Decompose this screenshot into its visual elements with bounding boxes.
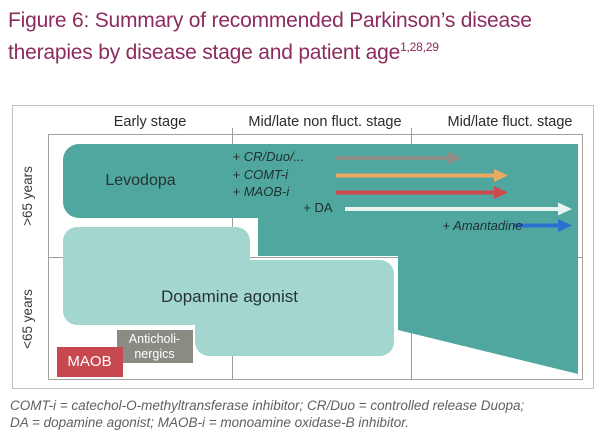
addition-label-amantadine: + Amantadine bbox=[442, 217, 523, 233]
age-label-over-65: >65 years bbox=[20, 166, 35, 226]
levodopa-label: Levodopa bbox=[105, 171, 176, 189]
footnote-line2: DA = dopamine agonist; MAOB-i = monoamin… bbox=[10, 415, 409, 430]
addition-label-cr-duo: + CR/Duo/... bbox=[232, 149, 305, 164]
figure-title-line2: therapies by disease stage and patient a… bbox=[8, 41, 401, 64]
anticholinergics-label-line2: nergics bbox=[134, 346, 175, 361]
footnote: COMT-i = catechol-O-methyltransferase in… bbox=[10, 397, 602, 431]
plot-area: Levodopa Dopamine agonist + CR/Duo/... +… bbox=[47, 127, 583, 380]
footnote-line1: COMT-i = catechol-O-methyltransferase in… bbox=[10, 398, 525, 413]
stage-header-mid-non-fluct: Mid/late non fluct. stage bbox=[248, 114, 402, 130]
da-arrow bbox=[344, 202, 572, 215]
addition-label-maob-i: + MAOB-i bbox=[232, 183, 290, 199]
anticholinergics-badge: Anticholi- nergics bbox=[116, 329, 193, 363]
addition-label-comt-i: + COMT-i bbox=[232, 166, 289, 182]
comt-i-arrow bbox=[335, 168, 508, 182]
figure-title-line1: Figure 6: Summary of recommended Parkins… bbox=[8, 9, 532, 32]
cr-duo-arrow bbox=[335, 151, 462, 164]
stage-header-mid-fluct: Mid/late fluct. stage bbox=[447, 114, 573, 130]
figure-title: Figure 6: Summary of recommended Parkins… bbox=[8, 8, 588, 66]
anticholinergics-label-line1: Anticholi- bbox=[128, 331, 181, 346]
dopamine-agonist-label: Dopamine agonist bbox=[160, 286, 299, 306]
stage-header-early: Early stage bbox=[113, 114, 187, 130]
maob-badge: MAOB bbox=[56, 346, 123, 377]
age-label-under-65: <65 years bbox=[20, 289, 35, 349]
dopamine-agonist-region-lower bbox=[194, 259, 394, 356]
figure-title-references: 1,28,29 bbox=[400, 40, 439, 54]
column-divider-mid-fluct bbox=[410, 127, 412, 380]
addition-label-da: + DA bbox=[303, 200, 333, 215]
maob-i-arrow bbox=[335, 185, 508, 199]
levodopa-region bbox=[62, 143, 260, 218]
